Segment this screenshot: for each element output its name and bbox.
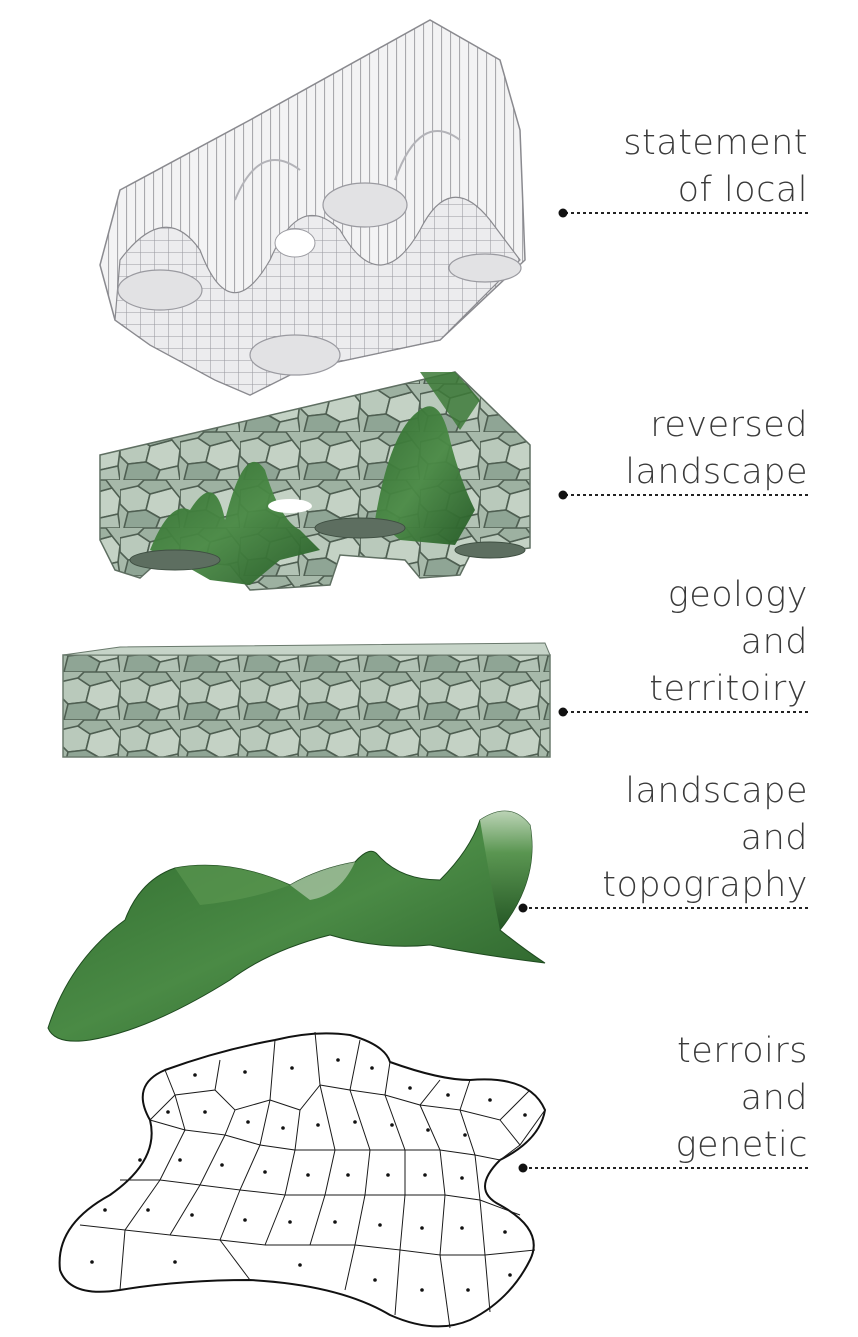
reversed-landscape-layer (100, 372, 530, 590)
geology-block-layer (63, 643, 550, 757)
label-line: landscape (625, 449, 808, 496)
label-line: landscape (602, 768, 808, 815)
leader-dot-terroirs (519, 1164, 528, 1173)
label-statement-of-local: statement of local (623, 120, 808, 214)
label-landscape-and-topography: landscape and topography (602, 768, 808, 909)
label-line: and (676, 1075, 808, 1122)
label-terroirs-and-genetic: terroirs and genetic (676, 1028, 808, 1169)
label-line: geology (649, 572, 808, 619)
leader-dot-landscape (519, 904, 528, 913)
label-line: genetic (676, 1122, 808, 1169)
waffle-structure-layer (100, 20, 525, 395)
voronoi-mesh-layer (60, 1032, 545, 1328)
label-reversed-landscape: reversed landscape (625, 402, 808, 496)
label-line: statement (623, 120, 808, 167)
label-line: topography (602, 862, 808, 909)
label-line: territoiry (649, 666, 808, 713)
label-line: and (602, 815, 808, 862)
leader-dot-reversed (559, 491, 568, 500)
leader-dot-statement (559, 209, 568, 218)
label-geology-and-territoiry: geology and territoiry (649, 572, 808, 713)
leader-dot-geology (559, 708, 568, 717)
label-line: reversed (625, 402, 808, 449)
label-line: of local (623, 167, 808, 214)
label-line: terroirs (676, 1028, 808, 1075)
label-line: and (649, 619, 808, 666)
topography-surface-layer (48, 811, 545, 1041)
